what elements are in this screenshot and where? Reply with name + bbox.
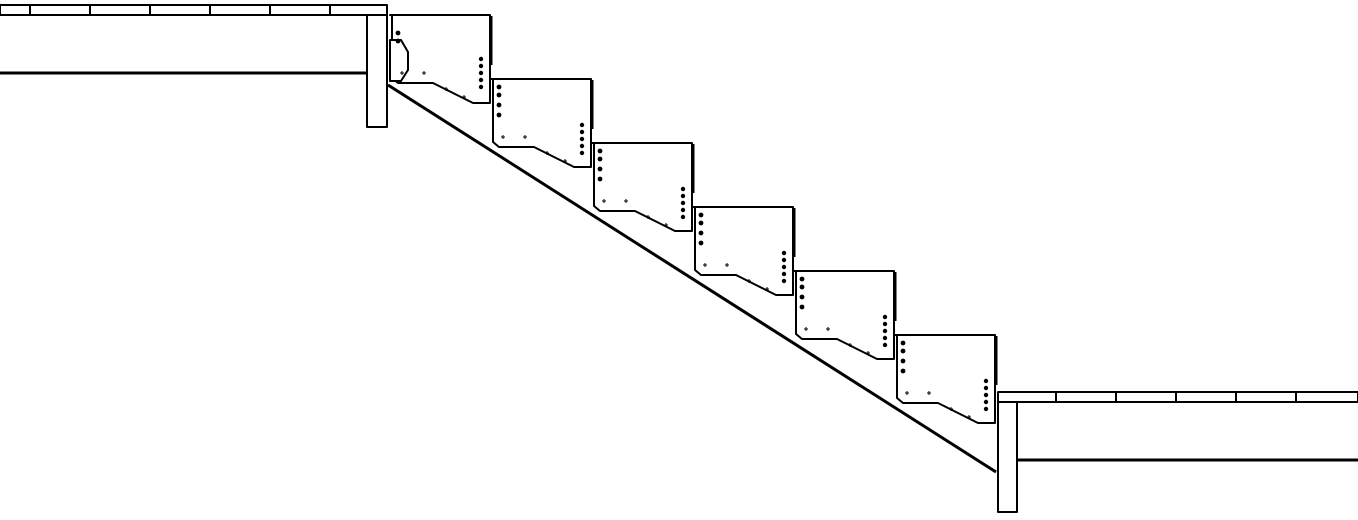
fastener-hole [496,112,502,118]
fastener-hole [478,56,484,62]
screw-mark [545,151,549,155]
fastener-hole [579,122,585,128]
fastener-hole [478,84,484,90]
screw-mark [967,415,971,419]
fastener-hole [781,271,787,277]
bracket-outline [894,334,996,424]
fastener-hole [882,314,888,320]
screw-mark [927,391,931,395]
screw-mark [949,407,953,411]
fastener-hole [698,220,704,226]
stair-bracket [894,334,998,424]
fastener-hole [680,207,686,213]
fastener-hole [579,129,585,135]
bracket-outline [591,142,693,232]
screw-mark [664,223,668,227]
fastener-hole [983,406,989,412]
screw-mark [422,71,426,75]
fastener-hole [478,77,484,83]
fastener-hole [799,294,805,300]
fastener-hole [597,148,603,154]
screw-mark [602,199,606,203]
deck-board [997,391,1358,403]
fastener-hole [983,378,989,384]
fastener-hole [900,340,906,346]
fastener-hole [496,102,502,108]
fastener-hole [781,257,787,263]
fastener-hole [983,392,989,398]
bracket-cleat [389,39,409,82]
fastener-hole [579,136,585,142]
fastener-hole [680,214,686,220]
fastener-hole [900,368,906,374]
screw-mark [501,135,505,139]
screw-mark [866,351,870,355]
fastener-hole [799,284,805,290]
screw-mark [765,287,769,291]
bracket-outline [692,206,794,296]
fastener-hole [680,186,686,192]
fastener-hole [698,212,704,218]
fastener-hole [680,200,686,206]
stair-bracket [692,206,796,296]
screw-mark [646,215,650,219]
fastener-hole [882,328,888,334]
screw-mark [725,263,729,267]
fastener-hole [395,30,401,36]
fastener-hole [579,150,585,156]
fastener-hole [882,335,888,341]
stair-brackets [389,14,998,424]
screw-mark [523,135,527,139]
screw-mark [703,263,707,267]
fastener-hole [597,156,603,162]
fastener-hole [698,240,704,246]
screw-mark [848,343,852,347]
screw-mark [624,199,628,203]
fastener-hole [496,84,502,90]
fastener-hole [579,143,585,149]
stair-bracket [389,14,493,104]
fastener-hole [882,342,888,348]
stair-bracket [490,78,594,168]
fastener-hole [597,166,603,172]
landing-post [366,14,388,128]
stringer [387,83,997,474]
screw-mark [747,279,751,283]
landing-post [997,401,1018,513]
fastener-hole [781,264,787,270]
fastener-hole [799,304,805,310]
fastener-hole [983,385,989,391]
fastener-hole [478,63,484,69]
screw-mark [462,95,466,99]
fastener-hole [597,176,603,182]
bracket-outline [793,270,895,360]
screw-mark [826,327,830,331]
upper-landing [0,4,388,128]
fastener-hole [781,278,787,284]
lower-landing [997,391,1358,513]
bracket-outline [490,78,592,168]
fastener-hole [395,38,401,44]
fastener-hole [680,193,686,199]
deck-board [0,4,388,16]
screw-mark [905,391,909,395]
screw-mark [563,159,567,163]
fastener-hole [900,348,906,354]
screw-mark [400,71,404,75]
fastener-hole [983,399,989,405]
screw-mark [444,87,448,91]
fastener-hole [799,276,805,282]
stair-bracket [591,142,695,232]
fastener-hole [781,250,787,256]
fastener-hole [698,230,704,236]
fastener-hole [882,321,888,327]
screw-mark [804,327,808,331]
fastener-hole [496,92,502,98]
fastener-hole [900,358,906,364]
stair-bracket [793,270,897,360]
fastener-hole [478,70,484,76]
